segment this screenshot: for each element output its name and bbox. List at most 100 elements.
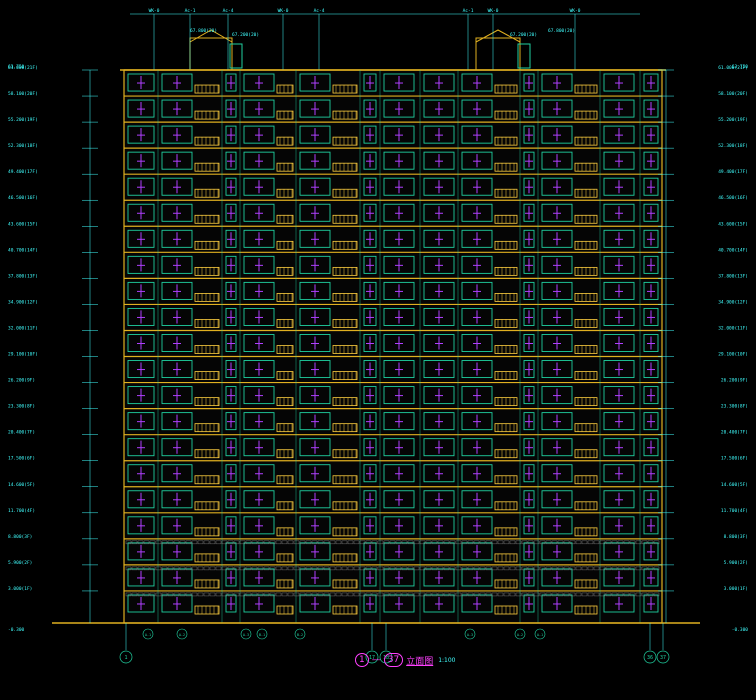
floor-band bbox=[124, 460, 662, 485]
window bbox=[523, 99, 535, 118]
stone-cladding bbox=[581, 592, 588, 597]
stone-cladding bbox=[269, 592, 276, 597]
window bbox=[363, 281, 377, 300]
stone-cladding bbox=[449, 566, 456, 571]
roof-elevation-note: 67.800(20) bbox=[190, 28, 217, 34]
window bbox=[603, 73, 635, 92]
window bbox=[363, 568, 377, 587]
stone-cladding bbox=[311, 566, 318, 571]
stone-cladding bbox=[629, 566, 636, 571]
window bbox=[161, 99, 193, 118]
stone-cladding bbox=[215, 540, 222, 545]
bottom-tag: A-3 bbox=[240, 628, 252, 640]
window bbox=[461, 334, 493, 352]
window bbox=[523, 412, 535, 431]
window bbox=[423, 125, 455, 144]
level-label: 52.300(18F) bbox=[8, 143, 38, 149]
stone-cladding bbox=[443, 566, 450, 571]
level-label: 3.000(1F) bbox=[8, 586, 32, 592]
bottom-tag: B-2 bbox=[294, 628, 306, 640]
window bbox=[423, 281, 455, 300]
window bbox=[541, 177, 573, 196]
window bbox=[423, 386, 455, 405]
stone-cladding bbox=[353, 566, 360, 571]
balcony-railing bbox=[276, 527, 294, 537]
window bbox=[243, 203, 275, 222]
window bbox=[161, 307, 193, 326]
stone-cladding bbox=[341, 566, 348, 571]
window bbox=[127, 516, 155, 535]
window bbox=[643, 542, 659, 561]
stone-cladding bbox=[125, 566, 132, 571]
balcony-railing bbox=[276, 475, 294, 485]
level-label: 55.200(19F) bbox=[8, 117, 38, 123]
stone-cladding bbox=[389, 540, 396, 545]
window bbox=[127, 255, 155, 274]
stone-cladding bbox=[353, 540, 360, 545]
bottom-tag: A-2 bbox=[176, 628, 188, 640]
balcony-railing bbox=[194, 162, 220, 172]
floor-band bbox=[124, 590, 662, 615]
window bbox=[299, 490, 331, 509]
window bbox=[541, 125, 573, 144]
bottom-tag-circle bbox=[176, 628, 188, 640]
stone-cladding bbox=[191, 566, 198, 571]
balcony-railing bbox=[332, 397, 358, 407]
window bbox=[161, 281, 193, 300]
window bbox=[363, 125, 377, 144]
balcony-railing bbox=[332, 266, 358, 276]
window bbox=[383, 360, 415, 379]
window bbox=[127, 594, 155, 613]
window bbox=[243, 177, 275, 196]
window bbox=[225, 334, 237, 352]
window bbox=[225, 151, 237, 170]
stone-cladding bbox=[581, 566, 588, 571]
stone-cladding bbox=[455, 592, 462, 597]
stone-cladding bbox=[467, 540, 474, 545]
drawing-title-block: 1 — 37 立面图 1:100 bbox=[355, 650, 456, 670]
level-label: 5.900(2F) bbox=[8, 560, 32, 566]
stone-cladding bbox=[515, 592, 522, 597]
stone-cladding bbox=[155, 592, 162, 597]
window bbox=[603, 334, 635, 352]
stone-cladding bbox=[413, 566, 420, 571]
stone-cladding bbox=[587, 540, 594, 545]
window bbox=[523, 229, 535, 248]
window bbox=[161, 412, 193, 431]
stone-cladding bbox=[263, 592, 270, 597]
stone-cladding bbox=[473, 566, 480, 571]
window bbox=[127, 360, 155, 379]
grid-axis-label: 37 bbox=[660, 655, 666, 661]
window bbox=[523, 281, 535, 300]
grid-axis-bubble: 36 bbox=[643, 623, 657, 664]
floor-band bbox=[124, 486, 662, 511]
window bbox=[423, 307, 455, 326]
stone-cladding bbox=[497, 566, 504, 571]
window bbox=[523, 464, 535, 483]
grid-axis-label: 17 bbox=[369, 655, 375, 661]
stone-cladding bbox=[275, 592, 282, 597]
stone-cladding bbox=[329, 592, 336, 597]
window bbox=[383, 464, 415, 483]
stone-cladding bbox=[485, 540, 492, 545]
stone-cladding bbox=[623, 592, 630, 597]
balcony-railing bbox=[194, 188, 220, 198]
stone-cladding bbox=[551, 540, 558, 545]
stone-cladding bbox=[215, 566, 222, 571]
window bbox=[299, 203, 331, 222]
stone-cladding bbox=[599, 592, 606, 597]
level-label: 20.400(7F) bbox=[721, 430, 748, 436]
window bbox=[225, 73, 237, 92]
window bbox=[363, 438, 377, 457]
stone-cladding bbox=[185, 592, 192, 597]
window bbox=[243, 125, 275, 144]
window bbox=[299, 281, 331, 300]
balcony-railing bbox=[332, 293, 358, 302]
level-label: 23.300(8F) bbox=[721, 404, 748, 410]
window bbox=[161, 594, 193, 613]
stone-cladding bbox=[245, 592, 252, 597]
window bbox=[243, 151, 275, 170]
window bbox=[363, 151, 377, 170]
window bbox=[523, 516, 535, 535]
window bbox=[161, 151, 193, 170]
